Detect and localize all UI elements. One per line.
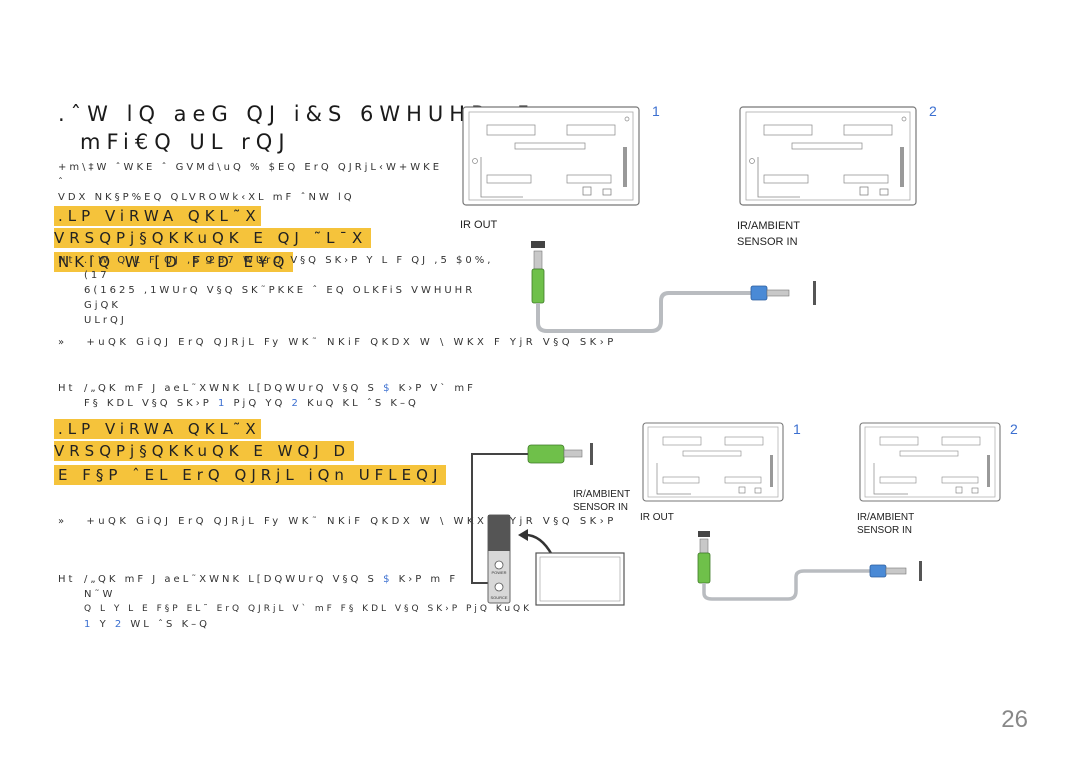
- green-plug-icon: [697, 552, 711, 584]
- monitor-ref-1: 1: [217, 398, 228, 409]
- diagram1-monitor-2-number: 2: [929, 103, 937, 119]
- diagram2-monitor-2-number: 2: [1010, 421, 1018, 437]
- section2-bullet-1-line-3: 1 Y 2 WL ˆS K–Q: [84, 617, 468, 632]
- label-line: IR/AMBIENT: [573, 489, 631, 500]
- section2-heading-line-1: .LP ViRWA QKL˜X VRSQPj§QKKuQK E WQJ D: [54, 419, 355, 461]
- intro-paragraph: +m\‡W ˆWKE ˆ GVMd\uQ % $EQ ErQ QJRjL‹W+W…: [58, 160, 448, 205]
- diagram2-ir-ambient-right-label: IR/AMBIENT SENSOR IN: [857, 511, 914, 537]
- section2-bullet-1: Ht /„QK mF J aeL˜XWNK L[DQWUrQ V§Q S $ K…: [58, 572, 533, 632]
- remote-power-label: POWER: [491, 570, 506, 575]
- section2-bullet-1-line-1: /„QK mF J aeL˜XWNK L[DQWUrQ V§Q S $ K›P …: [84, 572, 468, 602]
- sensor-cable: [536, 291, 751, 333]
- power-button-icon: [494, 560, 504, 570]
- plug-tip-icon: [885, 567, 907, 575]
- text-run: /„QK mF J aeL˜XWNK: [84, 383, 243, 394]
- section1-bullet-1: Ht .ˆW Q L F QJ ,5 287 WUrQ V§Q SK›P Y L…: [58, 253, 498, 328]
- plug-tip-icon: [563, 449, 583, 458]
- text-run: KuQ KL ˆS K–Q: [307, 398, 419, 409]
- monitor-ref-1: 1: [84, 619, 94, 630]
- text-run: WL ˆS K–Q: [130, 619, 211, 630]
- ir-out-port-icon: [531, 241, 545, 248]
- text-run: L[DQWUrQ V§Q S: [248, 574, 377, 585]
- diagram1-illustration: [462, 106, 917, 333]
- note-marker: »: [58, 516, 68, 527]
- text-run: /„QK mF J aeL˜XWNK: [84, 574, 243, 585]
- ir-in-port-icon: [813, 281, 816, 305]
- section2-heading: .LP ViRWA QKL˜X VRSQPj§QKKuQK E WQJ D E …: [54, 418, 454, 486]
- monitor-2-back: [739, 106, 917, 206]
- sensor-window: [488, 515, 510, 551]
- section2-bullet-1-line-2: Q L Y L E F§P EL˜ ErQ QJRjL V` mF F§ KDL…: [84, 604, 533, 614]
- text-run: K›P V` mF: [398, 383, 476, 394]
- text-run: L[DQWUrQ V§Q S: [248, 383, 377, 394]
- ir-in-port-icon: [590, 443, 593, 465]
- section2-note-text: +uQK GiQJ ErQ QJRjL Fy WK˜ NKiF QKDX W \…: [86, 516, 617, 527]
- plug-tip-icon: [766, 289, 790, 297]
- remote-source-label: SOURCE: [490, 595, 507, 600]
- section1-bullet-1-line-2: 6(1625 ,1WUrQ V§Q SK˜PKKE ˆ EQ OLKFiS VW…: [84, 285, 476, 311]
- text-run: K›P m F N˜W: [84, 574, 459, 600]
- blue-plug-icon: [750, 285, 768, 301]
- green-plug-icon: [531, 268, 545, 304]
- section1-heading: .LP ViRWA QKL˜X VRSQPj§QKKuQK E QJ ˜L¯X …: [54, 205, 454, 273]
- section1-bullet-2-line-2: F§ KDL V§Q SK›P 1 PjQ YQ 2 KuQ KL ˆS K–Q: [84, 396, 498, 411]
- bullet-marker: Ht: [58, 383, 76, 394]
- section1-note-text: +uQK GiQJ ErQ QJRjL Fy WK˜ NKiF QKDX W \…: [86, 337, 617, 348]
- text-run: Y: [99, 619, 109, 630]
- sensor-cable: [702, 569, 870, 601]
- diagram2-ir-out-label: IR OUT: [640, 512, 674, 523]
- section2-note: » +uQK GiQJ ErQ QJRjL Fy WK˜ NKiF QKDX W…: [58, 516, 617, 527]
- diagram1-monitor-1-number: 1: [652, 103, 660, 119]
- monitor-2-back: [859, 422, 1001, 502]
- diagram1-ir-out-label: IR OUT: [460, 219, 498, 231]
- diagram2-illustration: POWER SOURCE: [471, 422, 1001, 606]
- monitor-1-back: [462, 106, 640, 206]
- label-line: IR/AMBIENT: [857, 512, 915, 523]
- section1-bullet-1-line-3: ULrQJ: [84, 315, 127, 326]
- label-line: SENSOR IN: [737, 236, 798, 248]
- diagram1-ir-ambient-label: IR/AMBIENT SENSOR IN: [737, 218, 800, 250]
- monitor-ref-2: 2: [114, 619, 125, 630]
- page-title: .ˆW lQ aeG QJ i&S 6WHUHR ,5 mFi€Q UL rQJ: [58, 100, 536, 156]
- monitor-front: [535, 552, 625, 606]
- section1-heading-line-2: NKlQ W [D FºD E¥Q: [54, 252, 294, 272]
- bullet-marker: Ht: [58, 255, 76, 266]
- source-button-icon: [494, 582, 504, 592]
- ir-out-port-icon: [698, 531, 710, 537]
- section1-bullet-2-line-1: /„QK mF J aeL˜XWNK L[DQWUrQ V§Q S $ K›P …: [84, 381, 498, 396]
- diagram2-ir-ambient-left-label: IR/AMBIENT SENSOR IN: [573, 488, 631, 514]
- plug-tip-icon: [699, 538, 709, 554]
- plug-tip-icon: [533, 250, 543, 270]
- page-title-line-1: .ˆW lQ aeG QJ i&S 6WHUHR ,5: [58, 102, 537, 126]
- intro-line-2: VDX NK§P%EQ QLVROWk‹XL mF ˆNW lQ: [58, 192, 355, 203]
- blue-plug-icon: [869, 564, 887, 578]
- arrow-head-icon: [518, 529, 528, 541]
- bullet-marker: Ht: [58, 574, 76, 585]
- text-run: $: [383, 383, 393, 394]
- note-marker: »: [58, 337, 68, 348]
- green-plug-icon: [527, 444, 565, 464]
- section1-bullet-1-line-1: .ˆW Q L F QJ ,5 287 WUrQ V§Q SK›P Y L F …: [84, 255, 494, 281]
- text-run: F§ KDL V§Q SK›P: [84, 398, 212, 409]
- monitor-1-back: [642, 422, 784, 502]
- ir-in-port-icon: [919, 561, 922, 581]
- section1-heading-line-1: .LP ViRWA QKL˜X VRSQPj§QKKuQK E QJ ˜L¯X: [54, 206, 372, 248]
- page-title-line-2: mFi€Q UL rQJ: [80, 130, 291, 154]
- monitor-ref-2: 2: [291, 398, 301, 409]
- label-line: SENSOR IN: [573, 502, 629, 513]
- diagram2-monitor-1-number: 1: [793, 421, 801, 437]
- page-number: 26: [1001, 706, 1028, 733]
- sensor-cable: [471, 453, 528, 584]
- intro-line-1: +m\‡W ˆWKE ˆ GVMd\uQ % $EQ ErQ QJRjL‹W+W…: [58, 162, 443, 188]
- section1-bullet-2: Ht /„QK mF J aeL˜XWNK L[DQWUrQ V§Q S $ K…: [58, 381, 498, 411]
- section2-heading-line-2: E F§P ˆEL ErQ QJRjL iQn UFLEQJ: [54, 465, 447, 485]
- text-run: PjQ YQ: [233, 398, 286, 409]
- label-line: IR/AMBIENT: [737, 220, 800, 232]
- label-line: SENSOR IN: [857, 525, 913, 536]
- text-run: $: [383, 574, 393, 585]
- section1-note: » +uQK GiQJ ErQ QJRjL Fy WK˜ NKiF QKDX W…: [58, 337, 617, 348]
